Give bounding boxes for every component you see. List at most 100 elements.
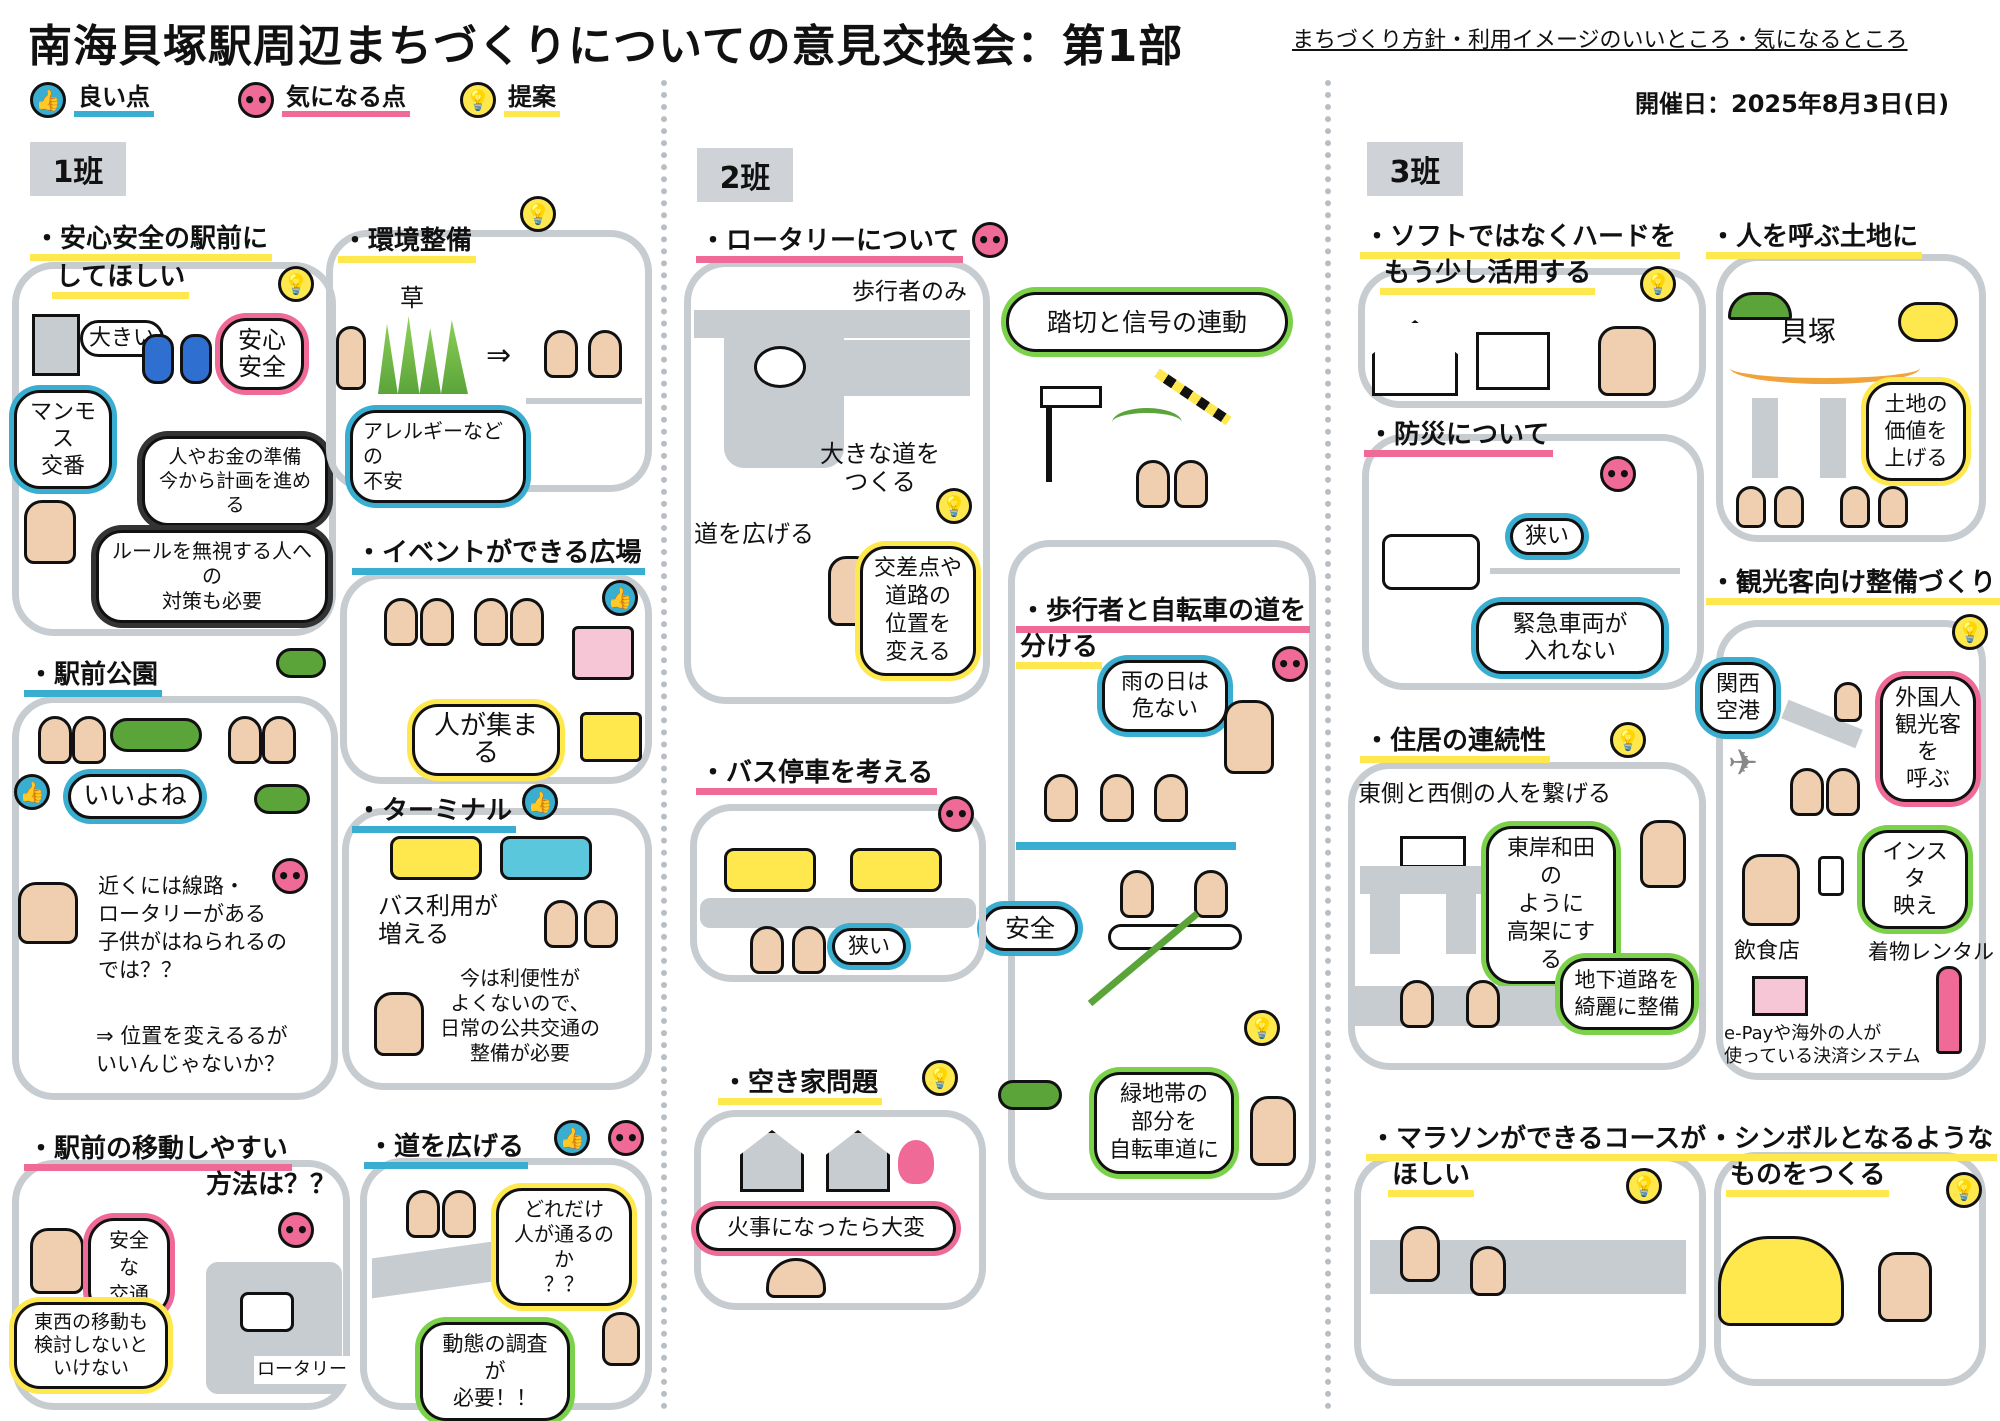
- terminal-proposal-text: 今は利便性が よくないので、 日常の公共交通の 整備が必要: [440, 966, 600, 1065]
- person-icon: [1790, 768, 1824, 816]
- speech-bubble: 東岸和田の ように 高架にする: [1486, 826, 1616, 984]
- topic-heading: 方法は？？: [206, 1170, 337, 1200]
- topic-terminal-area: [342, 808, 652, 1090]
- viaduct-icon: [1360, 866, 1486, 894]
- epay-text: e-Payや海外の人が 使っている決済システム: [1724, 1023, 1921, 1067]
- tree-icon: [276, 648, 326, 688]
- speech-bubble: マンモス 交番: [14, 390, 112, 489]
- topic-heading: ・バス停車を考える: [696, 758, 938, 795]
- eyes-icon: ••: [1272, 646, 1308, 682]
- person-icon: [1598, 326, 1656, 396]
- team-2-label: 2班: [697, 148, 793, 202]
- speech-bubble: 動態の調査が 必要！！: [420, 1322, 570, 1421]
- person-icon: [24, 500, 76, 564]
- park-proposal-text: ⇒ 位置を変えるるが いいんじゃないか？: [96, 1024, 288, 1076]
- train-icon: [1400, 836, 1466, 868]
- speech-bubble: 踏切と信号の連動: [1006, 292, 1288, 352]
- person-icon: [544, 900, 578, 948]
- event-date: 開催日：2025年8月3日(日): [1635, 90, 1950, 118]
- speech-bubble: 人やお金の準備 今から計画を進める: [142, 436, 328, 526]
- topic-mobility-area: [12, 1160, 350, 1410]
- residence-text: 東側と西側の人を繋げる: [1358, 781, 1611, 807]
- bus-icon: [850, 848, 942, 892]
- lightbulb-icon: 💡: [936, 488, 972, 524]
- road-line: [1490, 568, 1680, 574]
- topic-symbol-area: [1714, 1152, 1986, 1386]
- topic-heading: ・安心安全の駅前に: [30, 224, 273, 261]
- police-box-icon: [32, 314, 80, 376]
- person-icon: [30, 1228, 84, 1294]
- topic-heading: ・空き家問題: [718, 1068, 883, 1105]
- person-icon: [1136, 460, 1170, 508]
- topic-marathon-area: [1354, 1154, 1706, 1386]
- rotary-proposal-text: 道を広げる: [694, 520, 814, 548]
- building-icon: [1476, 332, 1550, 390]
- topic-hard-area: [1358, 268, 1706, 408]
- person-icon: [420, 598, 454, 646]
- lightbulb-icon: 💡: [460, 82, 496, 118]
- smartphone-icon: [1818, 856, 1844, 896]
- person-icon: [1100, 774, 1134, 822]
- kaizuka-label: 貝塚: [1780, 315, 1837, 348]
- airplane-icon: ✈: [1728, 743, 1759, 784]
- speech-bubble: 人が集まる: [412, 704, 560, 776]
- speech-bubble: 交差点や 道路の 位置を 変える: [860, 546, 976, 676]
- person-icon: [1154, 774, 1188, 822]
- person-icon: [262, 716, 296, 764]
- person-icon: [602, 1312, 640, 1366]
- person-icon: [1466, 980, 1500, 1028]
- bush-icon: [110, 718, 202, 752]
- person-icon: [588, 330, 622, 378]
- speech-bubble: 火事になったら大変: [696, 1206, 956, 1251]
- topic-heading: ・ターミナル: [352, 796, 517, 833]
- person-icon: [1120, 870, 1154, 918]
- shop-icon: [1752, 976, 1808, 1016]
- speech-bubble: インスタ 映え: [1862, 830, 1968, 929]
- person-icon: [1878, 486, 1908, 528]
- rotary-proposal-text: 大きな道を つくる: [820, 440, 940, 496]
- person-icon: [750, 926, 784, 974]
- topic-busstop-area: [690, 804, 986, 982]
- eyes-icon: ••: [608, 1120, 644, 1156]
- thumbs-up-icon: 👍: [14, 774, 50, 810]
- person-icon: [1742, 854, 1800, 926]
- road-shape: [724, 310, 844, 468]
- tree-icon: [254, 784, 310, 814]
- person-icon: [384, 598, 418, 646]
- person-icon: [1224, 700, 1274, 774]
- speech-bubble: 地下道路を 綺麗に整備: [1560, 958, 1694, 1030]
- legend-suggestion: 💡 提案: [460, 82, 560, 118]
- speech-bubble: 緊急車両が 入れない: [1476, 602, 1664, 674]
- person-icon: [1774, 486, 1804, 528]
- topic-vacant-area: [694, 1110, 986, 1310]
- column-divider: [1325, 80, 1331, 1410]
- thumbs-up-icon: 👍: [30, 82, 66, 118]
- lightbulb-icon: 💡: [1640, 266, 1676, 302]
- legend-concern: •• 気になる点: [238, 82, 410, 118]
- speech-bubble: 雨の日は 危ない: [1102, 660, 1228, 732]
- person-icon: [18, 882, 78, 944]
- mountain-icon: [1728, 292, 1792, 320]
- topic-rotary-area: [684, 260, 990, 704]
- park-concern-text: 近くには線路・ ロータリーがある 子供がはねられるの では？？: [98, 874, 287, 982]
- person-icon: [1174, 460, 1208, 508]
- person-icon: [792, 926, 826, 974]
- fire-icon: [898, 1140, 934, 1184]
- speech-bubble: 安心 安全: [220, 318, 304, 390]
- lightbulb-icon: 💡: [1946, 1172, 1982, 1208]
- road-shape: [700, 898, 976, 928]
- page-subtitle: まちづくり方針・利用イメージのいいところ・気になるところ: [1292, 28, 1908, 53]
- topic-heading: ・シンボルとなるような: [1704, 1124, 1998, 1161]
- topic-event-area: [340, 572, 652, 784]
- topic-park-area: [12, 696, 338, 1100]
- arrow-right-icon: ⇒: [486, 338, 512, 373]
- person-icon: [406, 1190, 440, 1238]
- curve-line: [1730, 352, 1920, 384]
- eyes-icon: ••: [272, 858, 308, 894]
- speech-bubble: 関西 空港: [1700, 662, 1776, 734]
- person-icon: [228, 716, 262, 764]
- topic-heading: ・ソフトではなくハードを: [1360, 222, 1681, 259]
- person-icon: [1194, 870, 1228, 918]
- person-icon: [442, 1190, 476, 1238]
- speech-bubble: 安全: [982, 906, 1078, 951]
